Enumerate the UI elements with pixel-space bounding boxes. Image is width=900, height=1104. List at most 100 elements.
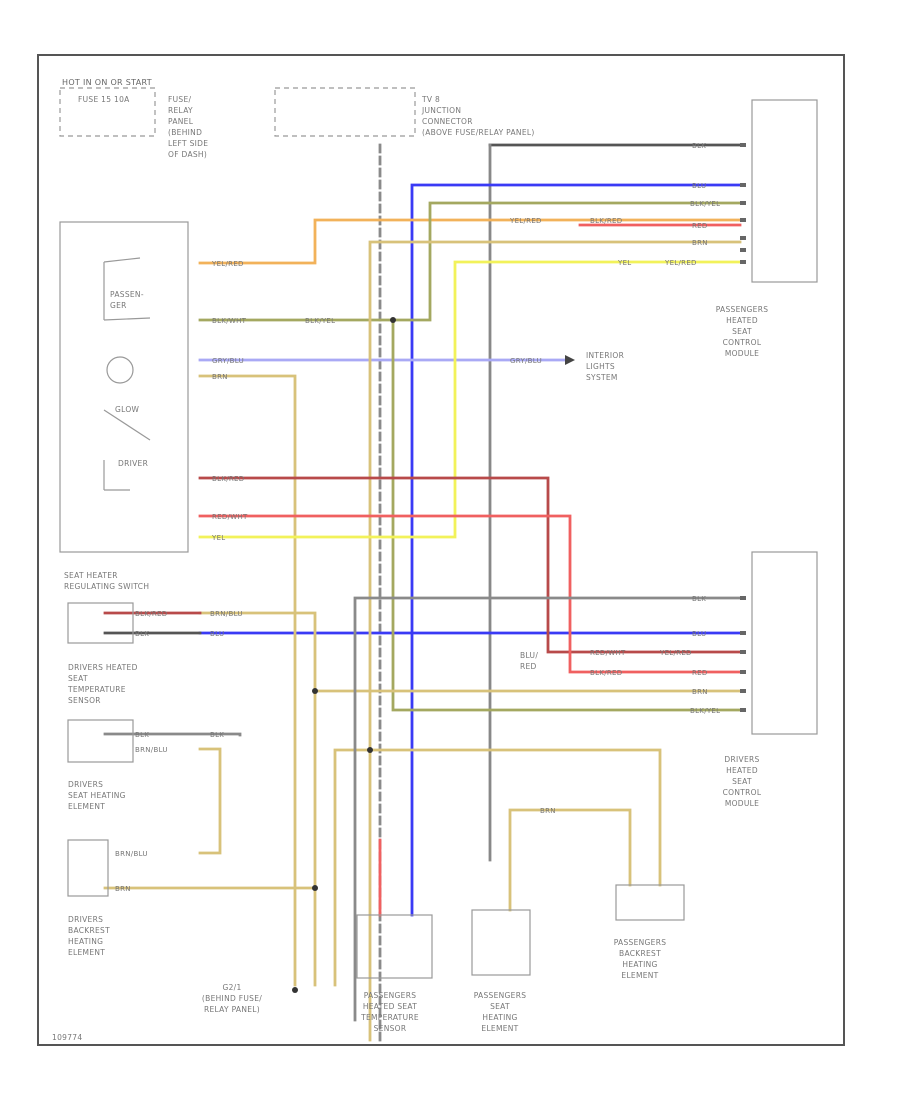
splice-dot — [312, 885, 318, 891]
label-line: CONNECTOR — [422, 117, 473, 126]
label-line: GER — [110, 301, 127, 310]
label-line: DRIVERS — [724, 755, 759, 764]
splice-dot — [390, 317, 396, 323]
module-pin — [740, 143, 746, 147]
passenger-module-box — [751, 99, 818, 283]
label-line: ELEMENT — [68, 948, 105, 957]
blk-red-wire — [198, 476, 742, 654]
wire-label: GRY/BLU — [510, 357, 542, 365]
wire-label: BRN — [212, 373, 228, 381]
label-line: SEAT — [68, 674, 88, 683]
label-line: (ABOVE FUSE/RELAY PANEL) — [422, 128, 535, 137]
fuse-ref-label: FUSE 15 10A — [78, 95, 130, 104]
switch-driver-label: DRIVER — [118, 459, 148, 468]
module-pin — [740, 201, 746, 205]
label-line: LIGHTS — [586, 362, 615, 371]
yel-wire — [198, 260, 742, 539]
wire-label: BRN — [692, 688, 708, 696]
label-line: HEATING — [68, 937, 103, 946]
label-line: PANEL — [168, 117, 194, 126]
passenger-backrest-feed — [333, 748, 662, 987]
wire-label: BLK — [135, 731, 149, 739]
label-line: RELAY PANEL) — [204, 1005, 260, 1014]
blk-yel-wire-upper — [198, 201, 742, 322]
wire-label: BLK/YEL — [690, 707, 720, 715]
label-line: SENSOR — [374, 1024, 407, 1033]
passenger-seat-element-wire — [508, 808, 632, 912]
diagram-frame — [37, 54, 845, 1046]
label-line: PASSENGERS — [716, 305, 769, 314]
driver-module-box — [751, 551, 818, 735]
splice-dot — [312, 688, 318, 694]
label-line: SEAT — [732, 327, 752, 336]
splice-dot — [367, 747, 373, 753]
wire-label: YEL — [211, 534, 226, 542]
heated-seat-switch-box — [59, 221, 189, 553]
blu-red-note: BLU/RED — [520, 651, 538, 671]
label-line: JUNCTION — [421, 106, 461, 115]
junction-label: TV 8 JUNCTION CONNECTOR (ABOVE FUSE/RELAY P… — [421, 95, 535, 137]
wire-label: BRN — [540, 807, 556, 815]
label-line: BACKREST — [619, 949, 661, 958]
module-pin — [740, 248, 746, 252]
label-line: ELEMENT — [481, 1024, 518, 1033]
brn-wire-switch — [198, 374, 297, 987]
drivers-backrest-element-label: DRIVERS BACKREST HEATING ELEMENT — [68, 915, 110, 957]
label-line: LEFT SIDE — [168, 139, 208, 148]
wire-label: BLK — [692, 142, 706, 150]
wire-label: BLK/YEL — [305, 317, 335, 325]
label-line: PASSENGERS — [474, 991, 527, 1000]
label-line: RELAY — [168, 106, 193, 115]
sensor-blk-wire — [103, 732, 242, 737]
label-line: TEMPERATURE — [67, 685, 126, 694]
arrow-interior-lights — [565, 355, 575, 365]
wire-label: BLK/WHT — [212, 317, 247, 325]
label-line: DRIVERS — [68, 915, 103, 924]
module-pin — [740, 708, 746, 712]
label-line: PASSEN- — [110, 290, 144, 299]
label-line: HEATED SEAT — [363, 1002, 417, 1011]
label-line: CONTROL — [723, 788, 762, 797]
wire-label: RED — [692, 669, 708, 677]
label-line: BLU/ — [520, 651, 538, 660]
wire-label: YEL/RED — [664, 259, 697, 267]
blue-wire-top — [410, 183, 742, 917]
regulating-switch-box — [67, 602, 134, 644]
drivers-temp-sensor-box — [67, 719, 134, 763]
diagram-code: 109774 — [52, 1033, 82, 1042]
hot-in-run-label: HOT IN ON OR START — [62, 78, 152, 87]
module-pin — [740, 183, 746, 187]
wire-label: BRN — [692, 239, 708, 247]
passenger-backrest-element-box — [615, 884, 685, 921]
module-pin — [740, 689, 746, 693]
yel-red-wire — [198, 218, 742, 265]
label-line: MODULE — [725, 349, 759, 358]
label-line: OF DASH) — [168, 150, 207, 159]
label-line: SYSTEM — [586, 373, 618, 382]
label-line: (BEHIND — [168, 128, 202, 137]
label-line: (BEHIND FUSE/ — [202, 994, 262, 1003]
wire-label: RED/WHT — [590, 649, 626, 657]
ground-label: G2/1(BEHIND FUSE/RELAY PANEL) — [202, 983, 262, 1014]
label-line: ELEMENT — [68, 802, 105, 811]
wire-label: BRN — [115, 885, 131, 893]
wire-label: BLU — [210, 630, 224, 638]
wire-label: BLK/RED — [590, 669, 622, 677]
module-pin — [740, 218, 746, 222]
label-line: SEAT HEATING — [68, 791, 126, 800]
label-line: HEATING — [622, 960, 657, 969]
label-line: PASSENGERS — [614, 938, 667, 947]
red-wht-wire — [198, 514, 742, 674]
wire-label: YEL/RED — [509, 217, 542, 225]
label-line: PASSENGERS — [364, 991, 417, 1000]
label-line: BACKREST — [68, 926, 110, 935]
passenger-seat-element-box — [471, 909, 531, 976]
label-line: TV 8 — [421, 95, 440, 104]
